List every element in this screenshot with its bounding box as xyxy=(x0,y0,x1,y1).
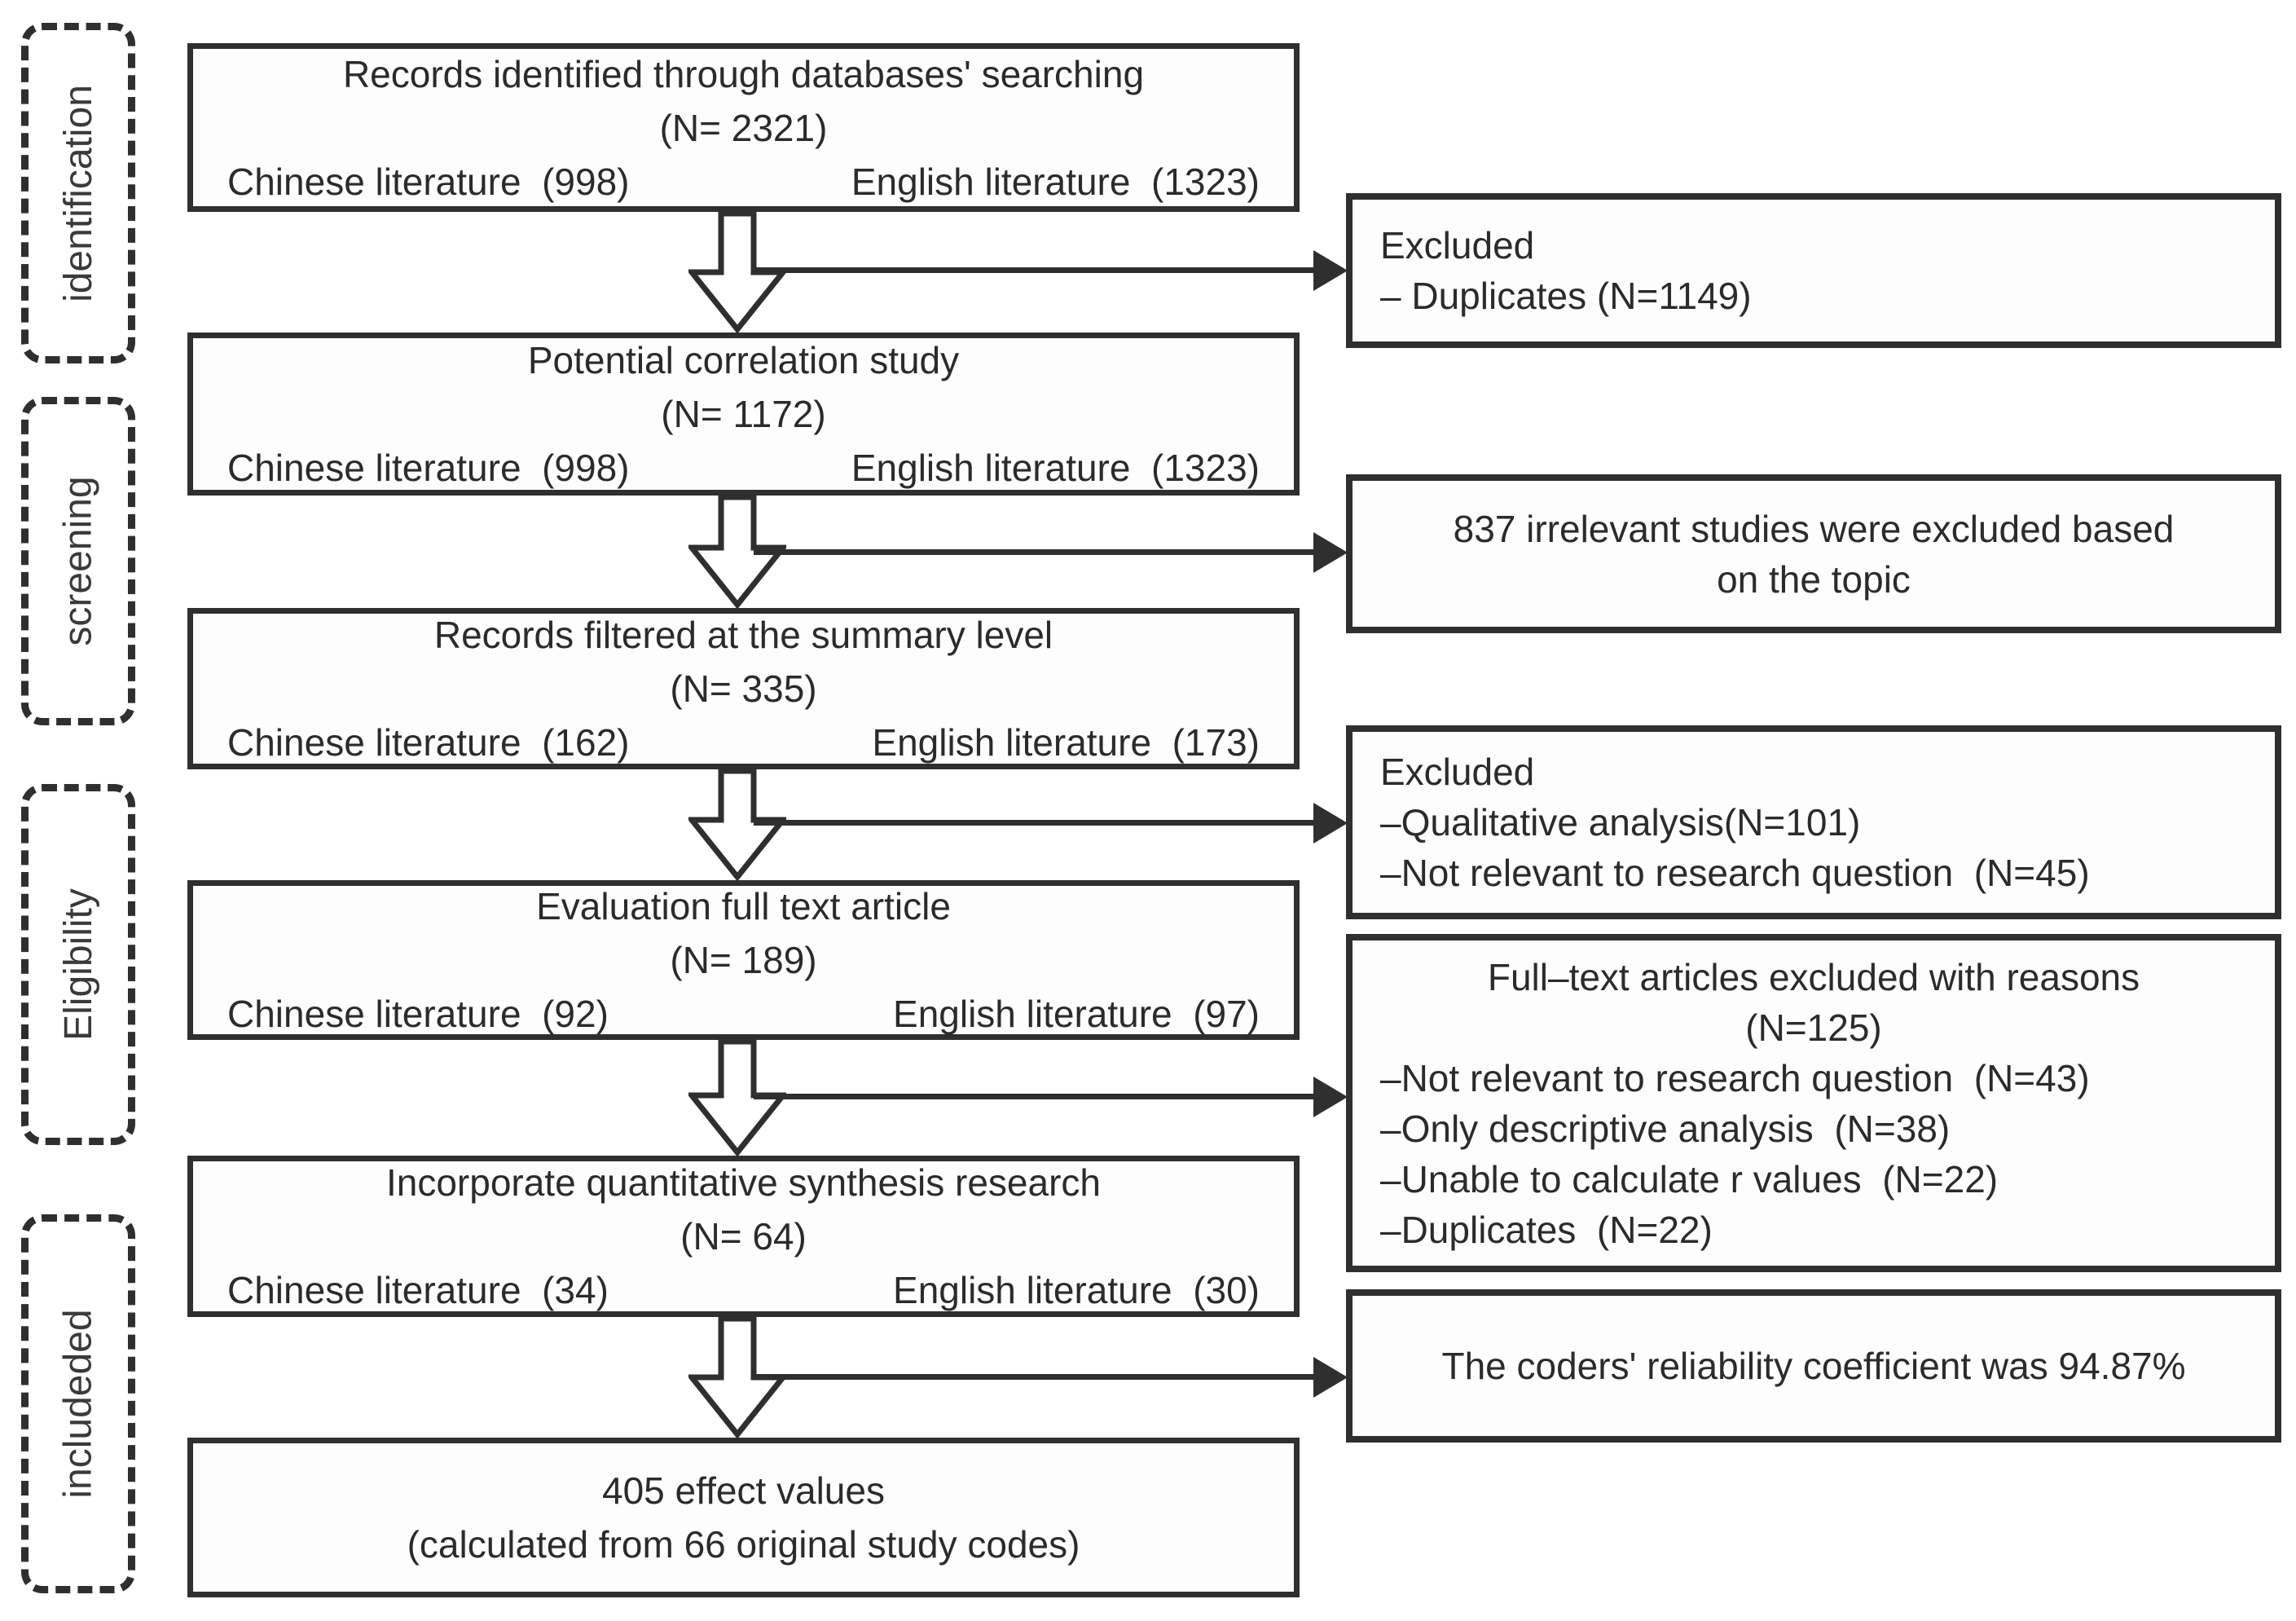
side-note-line: –Unable to calculate r values (N=22) xyxy=(1380,1157,1999,1200)
down-arrow-icon xyxy=(688,210,786,333)
english-literature-count: English literature (97) xyxy=(893,993,1260,1035)
side-note-line: –Duplicates (N=22) xyxy=(1380,1208,1713,1251)
final-box-line2: (calculated from 66 original study codes… xyxy=(407,1523,1080,1566)
side-note-line: Excluded xyxy=(1380,751,1535,793)
right-arrowhead-icon xyxy=(1313,250,1348,291)
flow-box-quantitative-synthesis: Incorporate quantitative synthesis resea… xyxy=(187,1156,1300,1317)
chinese-literature-count: Chinese literature (998) xyxy=(227,447,630,489)
side-note-count: (N=125) xyxy=(1745,1006,1882,1049)
stage-box-eligibility: Eligibility xyxy=(21,784,135,1145)
stage-box-included: includeded xyxy=(21,1214,135,1593)
side-note-line: Excluded xyxy=(1380,224,1535,266)
down-arrow-icon xyxy=(688,768,786,880)
side-note-line: –Not relevant to research question (N=43… xyxy=(1380,1056,2090,1099)
side-note-line: –Not relevant to research question (N=45… xyxy=(1380,852,2090,894)
stage-label-identification: identification xyxy=(56,84,100,302)
flow-box-count: (N= 2321) xyxy=(659,106,828,149)
branch-arrow-line xyxy=(754,820,1322,826)
flow-box-records-filtered: Records filtered at the summary level (N… xyxy=(187,608,1300,769)
stage-label-screening: screening xyxy=(56,476,100,646)
chinese-literature-count: Chinese literature (998) xyxy=(227,160,630,203)
branch-arrow-line xyxy=(754,267,1322,273)
down-arrow-icon xyxy=(688,494,786,608)
stage-label-included: includeded xyxy=(56,1309,100,1499)
right-arrowhead-icon xyxy=(1313,532,1348,573)
english-literature-count: English literature (30) xyxy=(893,1269,1260,1311)
side-note-summary-excluded: Excluded –Qualitative analysis(N=101) –N… xyxy=(1346,725,2281,919)
english-literature-count: English literature (1323) xyxy=(851,160,1260,203)
branch-arrow-line xyxy=(754,1374,1322,1380)
final-box-line1: 405 effect values xyxy=(602,1469,885,1512)
stage-box-screening: screening xyxy=(21,397,135,725)
side-note-irrelevant-excluded: 837 irrelevant studies were excluded bas… xyxy=(1346,474,2281,633)
down-arrow-icon xyxy=(688,1038,786,1156)
chinese-literature-count: Chinese literature (92) xyxy=(227,993,609,1035)
side-note-line: –Only descriptive analysis (N=38) xyxy=(1380,1107,1951,1150)
down-arrow-icon xyxy=(688,1315,786,1438)
right-arrowhead-icon xyxy=(1313,1357,1348,1398)
flow-box-count: (N= 64) xyxy=(680,1215,807,1258)
flow-box-count: (N= 189) xyxy=(670,939,817,981)
side-note-fulltext-excluded: Full–text articles excluded with reasons… xyxy=(1346,934,2281,1272)
flow-box-title: Records filtered at the summary level xyxy=(433,614,1053,656)
side-note-line: – Duplicates (N=1149) xyxy=(1380,275,1752,317)
flow-box-title: Potential correlation study xyxy=(527,339,960,381)
english-literature-count: English literature (1323) xyxy=(851,447,1260,489)
branch-arrow-line xyxy=(754,1094,1322,1099)
flow-box-title: Records identified through databases' se… xyxy=(342,52,1145,95)
flow-box-fulltext-evaluation: Evaluation full text article (N= 189) Ch… xyxy=(187,880,1300,1040)
side-note-line: The coders' reliability coefficient was … xyxy=(1441,1345,2186,1387)
stage-label-eligibility: Eligibility xyxy=(56,888,100,1041)
flow-box-title: Incorporate quantitative synthesis resea… xyxy=(385,1161,1102,1204)
stage-box-identification: identification xyxy=(21,23,135,363)
side-note-line: –Qualitative analysis(N=101) xyxy=(1380,801,1861,844)
side-note-duplicates-excluded: Excluded – Duplicates (N=1149) xyxy=(1346,193,2281,348)
chinese-literature-count: Chinese literature (162) xyxy=(227,721,630,764)
side-note-line: 837 irrelevant studies were excluded bas… xyxy=(1453,507,2175,550)
flow-box-count: (N= 1172) xyxy=(661,393,826,435)
right-arrowhead-icon xyxy=(1313,803,1348,844)
flow-box-title: Evaluation full text article xyxy=(536,885,951,927)
flow-box-potential-correlation: Potential correlation study (N= 1172) Ch… xyxy=(187,333,1300,496)
side-note-heading: Full–text articles excluded with reasons xyxy=(1487,955,2140,998)
right-arrowhead-icon xyxy=(1313,1077,1348,1117)
side-note-coder-reliability: The coders' reliability coefficient was … xyxy=(1346,1289,2281,1443)
branch-arrow-line xyxy=(754,549,1322,555)
flow-box-effect-values: 405 effect values (calculated from 66 or… xyxy=(187,1438,1300,1597)
flow-box-records-identified: Records identified through databases' se… xyxy=(187,43,1300,212)
english-literature-count: English literature (173) xyxy=(872,721,1260,764)
chinese-literature-count: Chinese literature (34) xyxy=(227,1269,609,1311)
side-note-line: on the topic xyxy=(1717,557,1911,601)
flow-box-count: (N= 335) xyxy=(670,667,817,710)
